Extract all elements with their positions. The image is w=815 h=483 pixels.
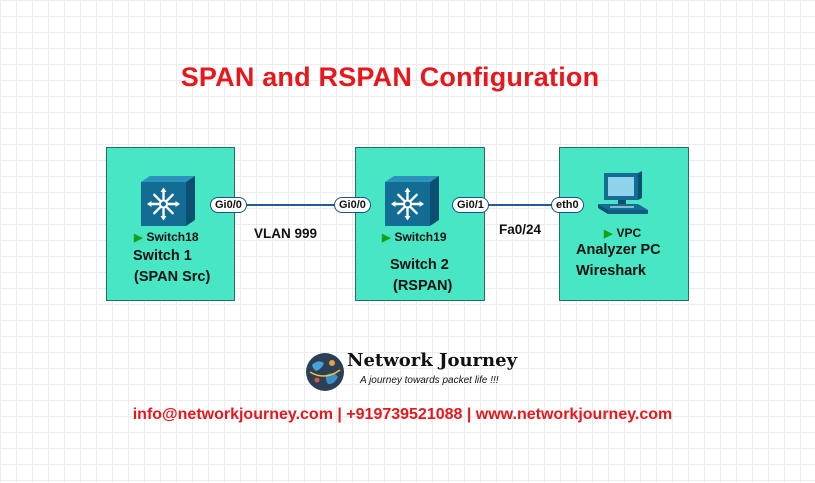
switch-icon <box>141 176 195 226</box>
link-label-interface: Fa0/24 <box>499 222 542 237</box>
brand-logo: Network Journey A journey towards packet… <box>304 350 564 394</box>
status-arrow-icon: ▶ <box>382 232 391 244</box>
switch2-label: Switch 2 (RSPAN) <box>390 257 453 294</box>
status-arrow-icon: ▶ <box>604 228 613 240</box>
brand-name: Network Journey <box>347 350 518 371</box>
switch-icon <box>385 176 439 226</box>
status-arrow-icon: ▶ <box>134 232 143 244</box>
analyzer-pc-box[interactable]: ▶VPC Analyzer PC Wireshark <box>559 147 689 301</box>
brand-tagline: A journey towards packet life !!! <box>360 375 499 386</box>
link-line-vlan999 <box>234 204 356 206</box>
device-tag: ▶VPC <box>604 226 642 240</box>
port-badge[interactable]: eth0 <box>551 197 584 213</box>
port-badge[interactable]: Gi0/1 <box>452 197 489 213</box>
device-tag: ▶Switch19 <box>382 230 447 244</box>
pc-icon <box>598 171 648 214</box>
port-badge[interactable]: Gi0/0 <box>334 197 371 213</box>
analyzer-pc-label: Analyzer PC Wireshark <box>576 242 661 279</box>
diagram-title: SPAN and RSPAN Configuration <box>180 62 600 92</box>
switch2-box[interactable]: ▶Switch19 Switch 2 (RSPAN) <box>355 147 485 301</box>
port-badge[interactable]: Gi0/0 <box>210 197 247 213</box>
globe-icon <box>306 353 344 391</box>
contact-info: info@networkjourney.com | +919739521088 … <box>132 406 673 423</box>
link-line-fa024 <box>484 204 560 206</box>
switch1-box[interactable]: ▶Switch18 Switch 1 (SPAN Src) <box>106 147 235 301</box>
switch1-label: Switch 1 (SPAN Src) <box>133 248 211 285</box>
link-label-vlan: VLAN 999 <box>254 226 318 241</box>
device-tag: ▶Switch18 <box>134 230 199 244</box>
